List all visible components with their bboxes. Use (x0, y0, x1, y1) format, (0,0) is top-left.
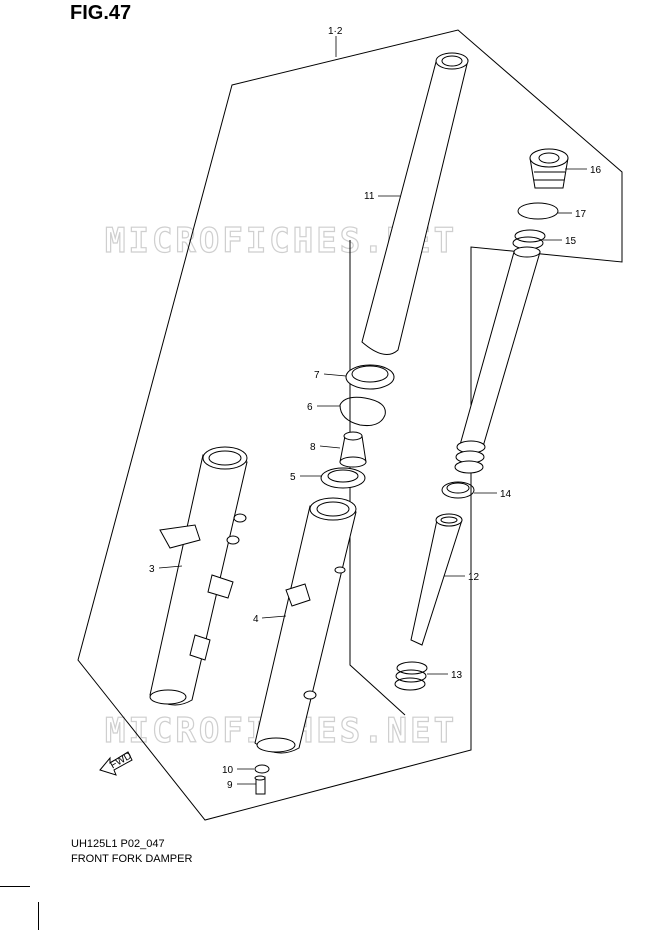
callout-8: 8 (310, 442, 316, 453)
crop-mark-vertical (38, 902, 39, 930)
outer-tube-left (149, 446, 248, 706)
callout-11: 11 (364, 191, 375, 202)
figure-title: FIG.47 (70, 2, 132, 24)
spacer (512, 229, 546, 250)
dust-seal (320, 467, 366, 489)
callout-15: 15 (565, 236, 577, 247)
callout-13: 13 (451, 670, 463, 681)
washer (254, 764, 270, 774)
crop-mark-horizontal (0, 886, 30, 887)
forward-arrow-label: FWD (109, 750, 134, 771)
inner-tube (361, 52, 469, 355)
damper-bolt (254, 775, 266, 795)
callout-1-2: 1·2 (328, 26, 343, 37)
outer-tube-right (254, 497, 357, 754)
oil-lock-piece (339, 431, 367, 468)
damper-rod (410, 513, 463, 646)
callout-16: 16 (590, 165, 602, 176)
callout-17: 17 (575, 209, 587, 220)
callout-5: 5 (290, 472, 296, 483)
callout-9: 9 (227, 780, 233, 791)
callout-3: 3 (149, 564, 155, 575)
circlip (339, 396, 386, 426)
callout-12: 12 (468, 572, 480, 583)
rebound-spring (394, 661, 428, 691)
callout-14: 14 (500, 489, 512, 500)
callout-4: 4 (253, 614, 259, 625)
figure-name: FRONT FORK DAMPER (71, 853, 193, 865)
fork-spring (454, 246, 541, 474)
callout-10: 10 (222, 765, 234, 776)
leader-lines (158, 36, 587, 785)
cap-bolt (529, 148, 569, 189)
forward-arrow: FWD (99, 750, 134, 776)
o-ring (517, 202, 559, 220)
figure-code: UH125L1 P02_047 (71, 838, 165, 850)
spring-ring (441, 481, 475, 499)
callout-7: 7 (314, 370, 320, 381)
assembly-boundary (77, 29, 623, 821)
oil-seal (345, 364, 395, 390)
callout-6: 6 (307, 402, 313, 413)
